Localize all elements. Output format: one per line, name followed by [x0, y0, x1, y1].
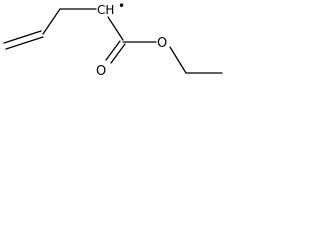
ethoxy-bond: [169, 46, 187, 74]
carbonyl-oxygen-label: O: [96, 64, 106, 79]
structure-canvas: CH • O O: [0, 0, 226, 89]
ester-oxygen-label: O: [157, 36, 167, 51]
allyl-bond: [42, 8, 61, 35]
radical-dot: •: [118, 0, 125, 13]
radical-carbon-label: CH: [97, 3, 114, 17]
vinyl-bond-1: [3, 30, 42, 44]
vinyl-bond-2: [5, 36, 44, 50]
carbonyl-bond-2: [110, 43, 126, 64]
carbonyl-bond-1: [105, 40, 121, 61]
molecule-diagram: CH • O O: [3, 0, 223, 79]
alpha-bond: [107, 16, 124, 41]
